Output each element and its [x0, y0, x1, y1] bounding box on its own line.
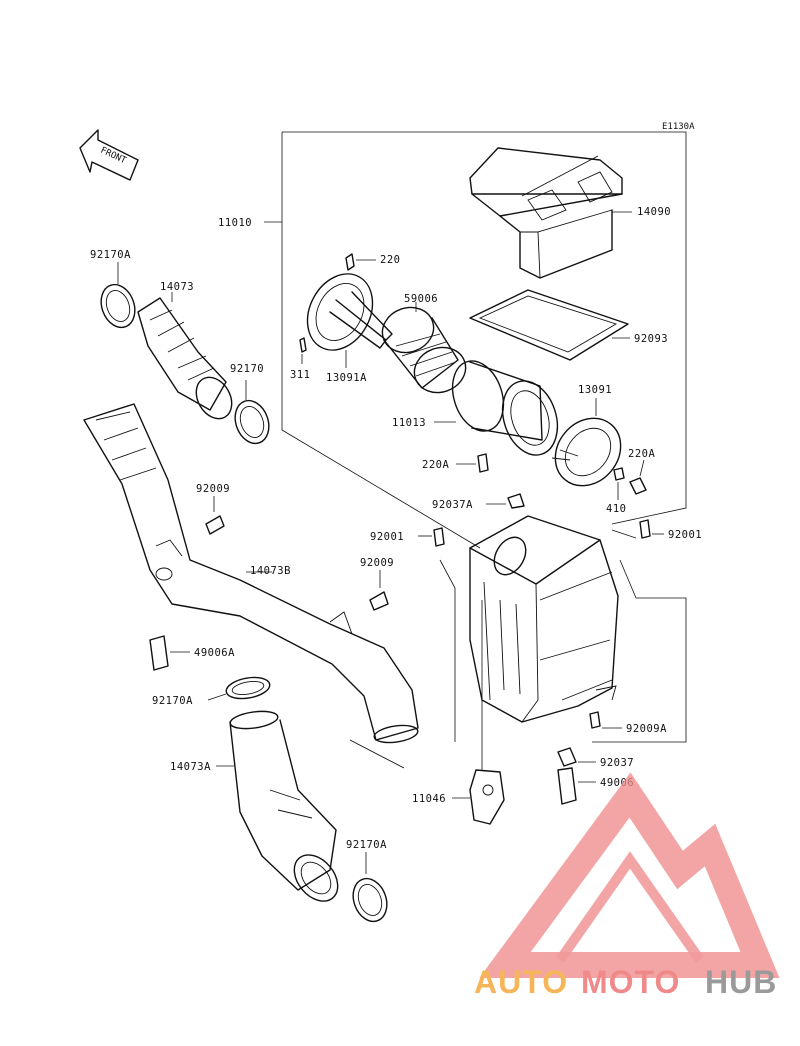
screw-220A-left [456, 453, 489, 473]
assembly-bracket-11010 [264, 131, 687, 743]
label-92170A-top: 92170A [90, 249, 131, 261]
label-92037: 92037 [600, 757, 634, 769]
label-14073A: 14073A [170, 761, 211, 773]
holder-plate-13091 [551, 398, 622, 487]
bolt-92001-left [418, 527, 445, 547]
intake-duct-14073 [137, 292, 233, 420]
gasket-92093 [469, 289, 630, 361]
label-92009-lower: 92009 [360, 557, 394, 569]
label-59006: 59006 [404, 293, 438, 305]
screw-220 [345, 253, 376, 271]
label-11013: 11013 [392, 417, 426, 429]
pin-311 [299, 337, 307, 364]
clamp-92170 [234, 380, 270, 445]
label-92001-right: 92001 [668, 529, 702, 541]
intake-duct-14073B [83, 403, 419, 769]
diagram-code: E1130A [662, 122, 695, 132]
label-92170A-mid: 92170A [152, 695, 193, 707]
logo-text-moto: MOTO [581, 964, 680, 1000]
label-13091A: 13091A [326, 372, 367, 384]
bolt-92009-upper [205, 496, 225, 535]
label-92001-left: 92001 [370, 531, 404, 543]
logo-text-hub: HUB [705, 964, 777, 1000]
label-92093: 92093 [634, 333, 668, 345]
label-220: 220 [380, 254, 400, 266]
label-11010: 11010 [218, 217, 252, 229]
bolt-92009-lower [369, 570, 389, 611]
clamp-92037A [486, 493, 525, 509]
logo-text-auto: AUTO [474, 964, 568, 1000]
screw-220A-right [629, 459, 647, 495]
screen-59006 [381, 302, 467, 394]
bolt-92001-right [639, 519, 664, 539]
cap-49006 [557, 767, 596, 805]
label-13091: 13091 [578, 384, 612, 396]
air-filter-element-11013 [434, 360, 559, 456]
label-220A-right: 220A [628, 448, 655, 460]
label-92009A: 92009A [626, 723, 667, 735]
label-14073B: 14073B [250, 565, 291, 577]
holder-plate-13091A [306, 273, 393, 368]
bolt-92009A [589, 711, 622, 729]
bracket-11046 [452, 600, 505, 825]
clamp-92170A-bottom [352, 852, 388, 923]
air-cleaner-cover-14090 [469, 147, 632, 279]
label-92170: 92170 [230, 363, 264, 375]
label-14090: 14090 [637, 206, 671, 218]
label-410: 410 [606, 503, 626, 515]
cap-49006A [149, 635, 190, 671]
label-92009-upper: 92009 [196, 483, 230, 495]
label-220A-left: 220A [422, 459, 449, 471]
clamp-92037 [557, 747, 596, 767]
clamp-92170A-top [100, 262, 136, 329]
label-92170A-bottom: 92170A [346, 839, 387, 851]
front-label: FRONT [99, 146, 128, 167]
intake-duct-14073A [216, 710, 339, 902]
automotohub-logo [479, 772, 780, 978]
label-311: 311 [290, 369, 310, 381]
label-14073: 14073 [160, 281, 194, 293]
label-49006A: 49006A [194, 647, 235, 659]
clamp-92170A-mid [207, 676, 271, 701]
washer-410 [613, 467, 625, 500]
front-arrow-icon: FRONT [79, 129, 139, 181]
air-cleaner-housing [469, 515, 619, 723]
label-92037A: 92037A [432, 499, 473, 511]
label-11046: 11046 [412, 793, 446, 805]
